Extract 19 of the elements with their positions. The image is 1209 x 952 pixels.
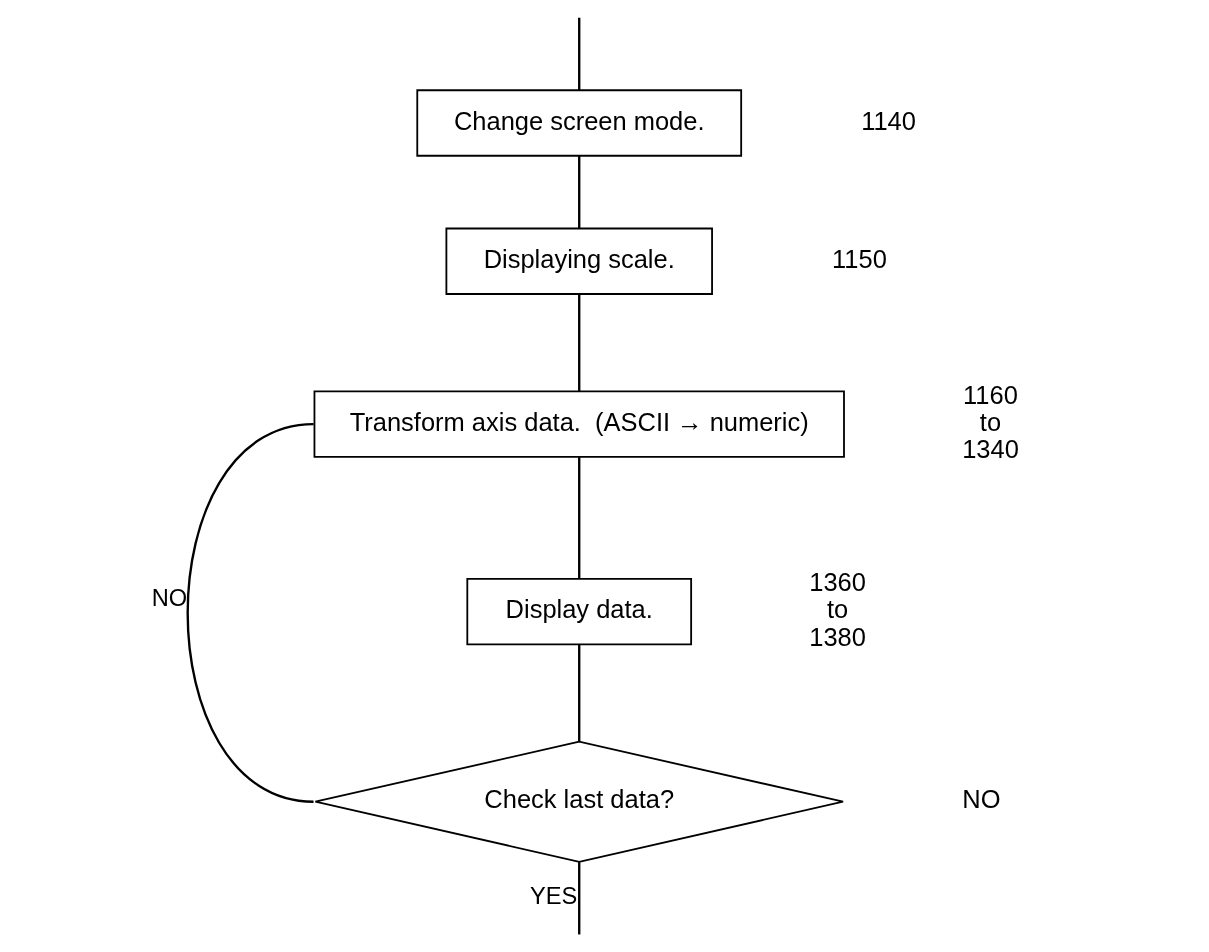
edge-label: NO bbox=[151, 585, 187, 612]
connector bbox=[577, 156, 580, 229]
node-box: Transform axis data. (ASCII → numeric) bbox=[313, 390, 845, 458]
connector bbox=[577, 645, 580, 742]
connector bbox=[577, 17, 580, 91]
connector bbox=[577, 862, 580, 935]
label: NO bbox=[961, 785, 1000, 814]
node-box: Change screen mode. bbox=[415, 89, 742, 157]
connector bbox=[186, 422, 314, 803]
connector bbox=[577, 294, 580, 391]
label: 1160 to 1340 bbox=[961, 380, 1019, 464]
node-box: Displaying scale. bbox=[444, 227, 713, 295]
label: 1360 to 1380 bbox=[808, 568, 866, 651]
edge-label: YES bbox=[529, 882, 577, 909]
node-diamond: Check last data? bbox=[313, 740, 844, 863]
label: 1140 bbox=[860, 106, 916, 135]
connector bbox=[577, 457, 580, 579]
label: 1150 bbox=[831, 245, 887, 274]
node-box: Display data. bbox=[465, 577, 692, 646]
